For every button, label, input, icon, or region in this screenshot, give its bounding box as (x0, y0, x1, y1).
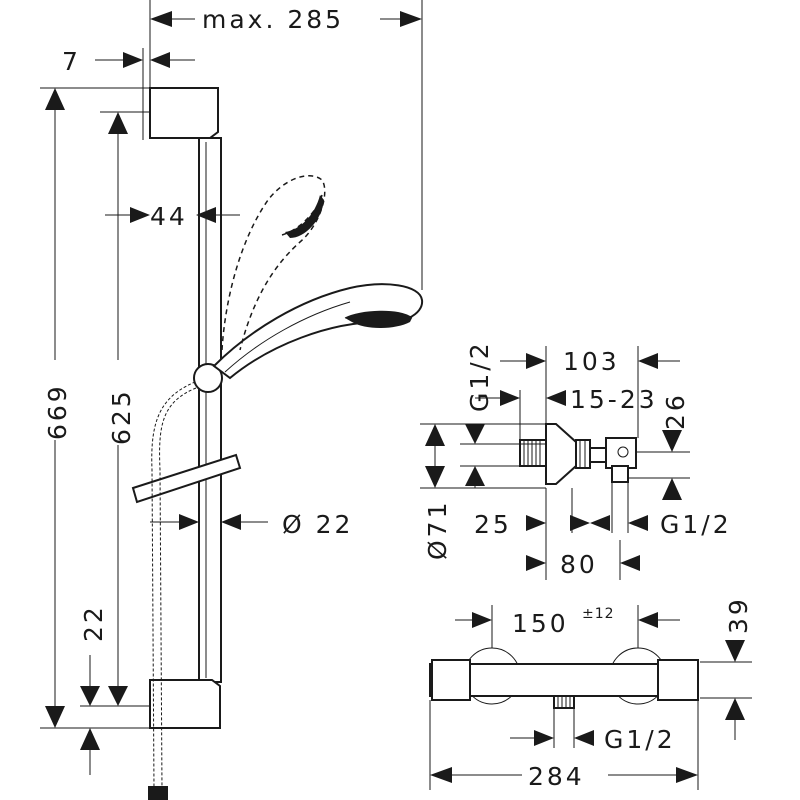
dim-g12-vertical: G1/2 (465, 340, 494, 412)
dim-tolerance-12: ±12 (582, 606, 615, 622)
dim-22: 22 (79, 604, 108, 642)
dim-15-23: 15-23 (570, 385, 658, 414)
dim-dia-71: Ø71 (423, 500, 452, 561)
dim-dia-22: Ø 22 (282, 510, 353, 539)
thermostat-side-dimensions: G1/2 Ø71 103 15-23 26 25 (420, 340, 732, 580)
dim-7: 7 (62, 47, 81, 76)
dim-625: 625 (107, 388, 136, 445)
dim-26: 26 (661, 392, 690, 430)
dim-284: 284 (528, 762, 585, 791)
dim-44: 44 (150, 202, 188, 231)
dim-150: 150 (512, 609, 569, 638)
rail-top-bracket (149, 87, 219, 139)
handshower-holder (193, 363, 223, 393)
dim-39: 39 (724, 596, 753, 634)
dim-g12-bottom: G1/2 (604, 725, 676, 754)
thermostat-side-view (519, 423, 637, 485)
handshower-alt (221, 175, 326, 351)
thermostat-outlet (553, 695, 575, 709)
hose-nut (148, 786, 168, 800)
soap-dish (131, 453, 242, 504)
dim-25: 25 (474, 510, 512, 539)
dim-80: 80 (560, 550, 598, 579)
handshower (212, 283, 424, 380)
rail-bottom-bracket (149, 679, 221, 729)
thermostat-cone (545, 423, 577, 485)
rail-dimensions: max. 285 7 44 669 625 Ø 2 (40, 0, 423, 775)
thermostat-front-view (429, 647, 699, 709)
shower-hose (151, 379, 201, 791)
dim-max-285: max. 285 (202, 5, 344, 34)
dim-103: 103 (563, 347, 620, 376)
dim-669: 669 (43, 383, 72, 440)
dim-g12-right: G1/2 (660, 510, 732, 539)
shower-rail-assembly (131, 87, 424, 800)
thermostat-front-dimensions: 150 ±12 39 G1/2 284 (429, 596, 753, 791)
